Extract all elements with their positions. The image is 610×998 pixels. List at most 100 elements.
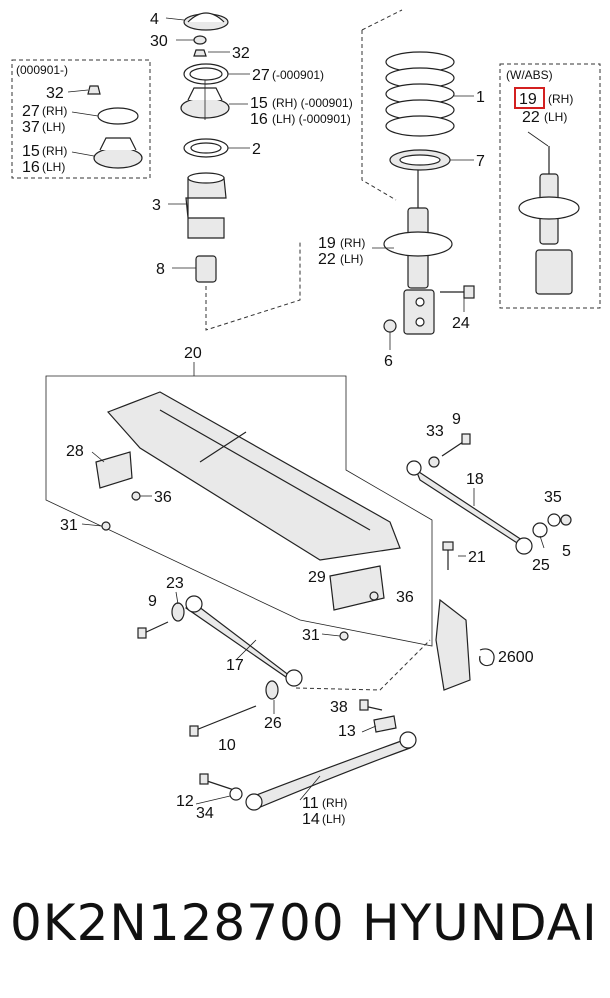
callout-16-box-note: (LH) <box>42 160 65 174</box>
seat-2 <box>183 138 229 158</box>
callout-36: 36 <box>154 489 172 506</box>
callout-16: 16 <box>250 111 268 128</box>
washer-34 <box>229 787 243 801</box>
callout-21: 21 <box>468 549 486 566</box>
callout-14-note: (LH) <box>322 812 345 826</box>
bracket-28 <box>95 451 133 489</box>
bolt-38 <box>359 699 383 711</box>
callout-25: 25 <box>532 557 550 574</box>
variant-box-right <box>499 63 601 309</box>
callout-22-note: (LH) <box>340 252 363 266</box>
callout-16-box: 16 <box>22 159 40 176</box>
callout-labels: 4 30 32 27 (-000901) 15 (RH) (-000901) 1… <box>22 11 573 828</box>
brand-name: HYUNDAI <box>362 894 598 952</box>
callout-28: 28 <box>66 443 84 460</box>
washer-25 <box>532 522 548 538</box>
callout-13: 13 <box>338 723 356 740</box>
callout-37-box: 37 <box>22 119 40 136</box>
strut-assembly-19-22 <box>383 170 453 335</box>
callout-23: 23 <box>166 575 184 592</box>
callout-19-abs: 19 <box>519 91 537 108</box>
callout-1: 1 <box>476 89 485 106</box>
callout-37-box-note: (LH) <box>42 120 65 134</box>
knuckle-2600 <box>435 598 495 691</box>
bolt-10 <box>189 705 257 737</box>
bolt-36a <box>131 491 141 501</box>
nut-6 <box>383 319 397 333</box>
callout-27: 27 <box>252 67 270 84</box>
nut-32a <box>193 49 207 57</box>
callout-26: 26 <box>264 715 282 732</box>
bracket-13 <box>373 715 397 733</box>
callout-16-note: (LH) (-000901) <box>272 112 351 126</box>
lateral-link-18 <box>406 460 533 555</box>
assembly-line-top <box>361 9 403 31</box>
bushing-23 <box>171 602 185 622</box>
callout-31: 31 <box>60 517 78 534</box>
crossmember-20 <box>106 391 401 561</box>
variant-box-left <box>11 59 151 179</box>
callout-27-box: 27 <box>22 103 40 120</box>
callout-34: 34 <box>196 805 214 822</box>
nut-33 <box>428 456 440 468</box>
callout-36-lower: 36 <box>396 589 414 606</box>
assembly-line-lower <box>295 639 431 691</box>
callout-19-note: (RH) <box>340 236 365 250</box>
bolt-9a <box>441 433 471 457</box>
callout-11-note: (RH) <box>322 796 347 810</box>
strut-abs-19-22 <box>518 146 580 295</box>
callout-35: 35 <box>544 489 562 506</box>
crossmember-bracket-20 <box>45 375 433 647</box>
callout-4: 4 <box>150 11 159 28</box>
part-number: 0K2N128700 <box>10 894 345 952</box>
bracket-29 <box>329 565 385 611</box>
callout-15-box: 15 <box>22 143 40 160</box>
variant-label-right: (W/ABS) <box>506 68 553 82</box>
washer-27a <box>183 63 229 85</box>
callout-8: 8 <box>156 261 165 278</box>
callout-11: 11 <box>302 795 319 812</box>
callout-22-abs-note: (LH) <box>544 110 567 124</box>
nut-32b <box>87 85 101 95</box>
callout-38: 38 <box>330 699 348 716</box>
callout-33: 33 <box>426 423 444 440</box>
callout-17: 17 <box>226 657 244 674</box>
callout-15: 15 <box>250 95 268 112</box>
nut-5 <box>560 514 572 526</box>
spring-seat-7 <box>389 149 451 171</box>
callout-6: 6 <box>384 353 393 370</box>
callout-31-lower: 31 <box>302 627 320 644</box>
mount-15-16a <box>180 80 230 120</box>
callout-2: 2 <box>252 141 261 158</box>
highlight-box-19 <box>514 87 545 109</box>
callout-29: 29 <box>308 569 326 586</box>
callout-2600: 2600 <box>498 649 534 666</box>
callout-22-abs: 22 <box>522 109 540 126</box>
callout-22: 22 <box>318 251 336 268</box>
callout-14: 14 <box>302 811 320 828</box>
callout-19-abs-note: (RH) <box>548 92 573 106</box>
callout-3: 3 <box>152 197 161 214</box>
coil-spring-1 <box>385 51 455 137</box>
bushing-26 <box>265 680 279 700</box>
bolt-31a <box>101 521 111 531</box>
callout-18: 18 <box>466 471 484 488</box>
callout-27-note: (-000901) <box>272 68 324 82</box>
mount-15-16b <box>93 137 143 169</box>
callout-20: 20 <box>184 345 202 362</box>
callout-7: 7 <box>476 153 485 170</box>
nut-30 <box>193 35 207 45</box>
bolt-9b <box>137 621 169 639</box>
assembly-line-right <box>361 30 397 201</box>
washer-35 <box>547 513 561 527</box>
bolt-24 <box>440 285 475 299</box>
callout-32-box: 32 <box>46 85 64 102</box>
leader-lines <box>67 17 549 805</box>
callout-9: 9 <box>452 411 461 428</box>
lower-arm-11-14 <box>245 731 417 811</box>
bolt-36b <box>369 591 379 601</box>
washer-27b <box>97 107 139 125</box>
bolt-21 <box>442 541 454 570</box>
exploded-parts-diagram: (000901-) (W/ABS) <box>11 9 601 828</box>
callout-10: 10 <box>218 737 236 754</box>
